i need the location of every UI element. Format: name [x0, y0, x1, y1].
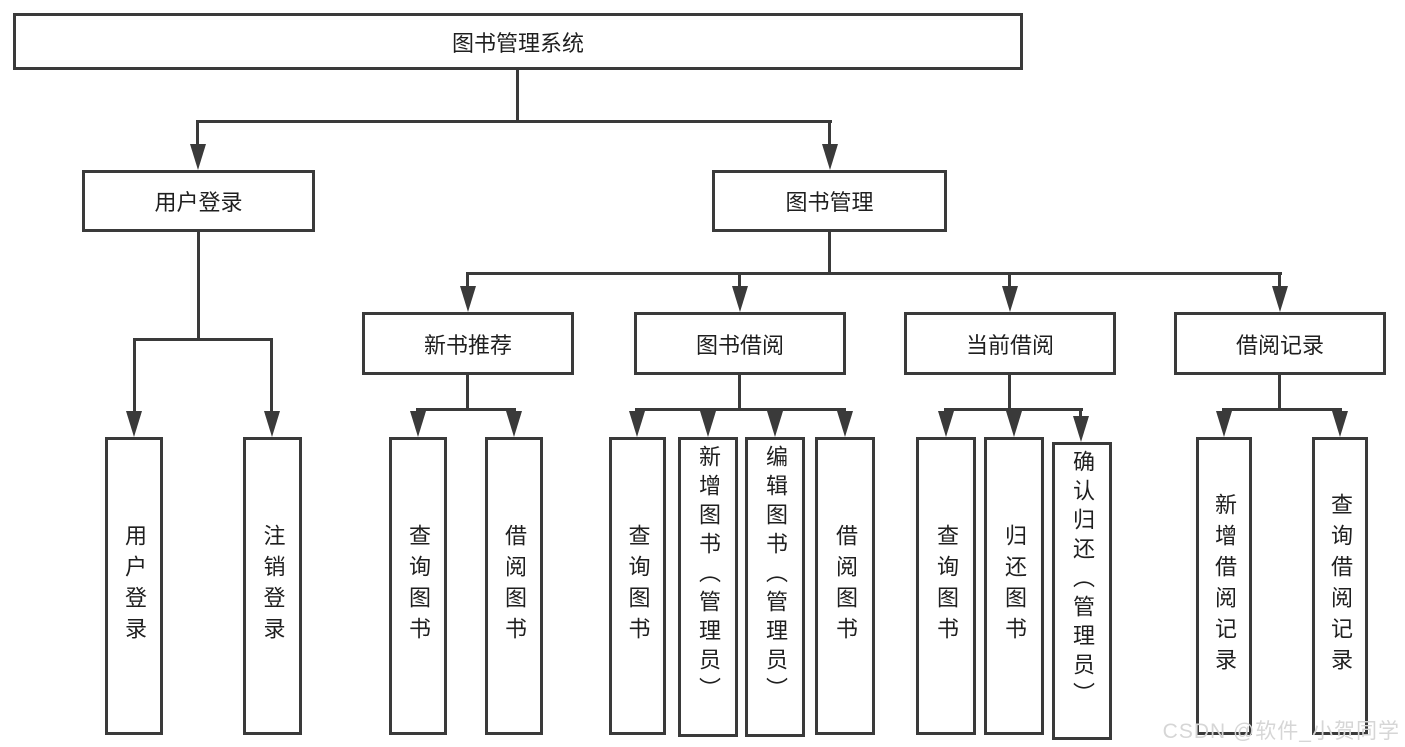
node-current-borrow: 当前借阅	[904, 312, 1116, 375]
arrow-down-icon	[700, 411, 716, 437]
connector-new-book-split	[416, 408, 516, 411]
node-label: 用户登录	[154, 190, 243, 215]
node-label: 借阅图书	[502, 524, 527, 648]
node-book-management: 图书管理	[712, 170, 947, 232]
connector-drop-leaf	[1079, 408, 1082, 420]
connector-borrow-records-split	[1222, 408, 1342, 411]
connector-book-borrow-stem	[738, 375, 741, 408]
node-label: 查询图书	[934, 524, 959, 648]
node-library-management-system: 图书管理系统	[13, 13, 1023, 70]
arrow-down-icon	[938, 411, 954, 437]
connector-drop-login-leaf	[133, 338, 136, 413]
leaf-query-borrow-record: 查询借阅记录	[1312, 437, 1368, 735]
node-label: 图书管理系统	[451, 30, 584, 56]
arrow-down-icon	[1272, 286, 1288, 312]
node-label: 注销登录	[260, 524, 286, 648]
leaf-borrow-book: 借阅图书	[815, 437, 875, 735]
leaf-user-login: 用户登录	[105, 437, 163, 735]
leaf-confirm-return-admin: 确认归还（管理员）	[1052, 442, 1112, 740]
leaf-logout: 注销登录	[243, 437, 302, 735]
node-book-borrow: 图书借阅	[634, 312, 846, 375]
connector-book-borrow-split	[635, 408, 846, 411]
connector-drop-logout-leaf	[270, 338, 273, 413]
arrow-down-icon	[1006, 411, 1022, 437]
connector-drop-user-login	[196, 120, 199, 148]
arrow-down-icon	[1073, 416, 1089, 442]
leaf-query-books-borrow: 查询图书	[609, 437, 666, 735]
leaf-edit-book-admin: 编辑图书（管理员）	[745, 437, 805, 737]
arrow-down-icon	[460, 286, 476, 312]
connector-drop-book-management	[828, 120, 831, 148]
arrow-down-icon	[1332, 411, 1348, 437]
leaf-return-book: 归还图书	[984, 437, 1044, 735]
node-borrow-records: 借阅记录	[1174, 312, 1386, 375]
connector-drop-borrow-records	[1278, 272, 1281, 290]
node-label: 查询图书	[625, 524, 651, 648]
arrow-down-icon	[410, 411, 426, 437]
connector-current-borrow-stem	[1008, 375, 1011, 408]
connector-drop-new-book	[466, 272, 469, 290]
arrow-down-icon	[732, 286, 748, 312]
node-label: 查询图书	[406, 524, 431, 648]
connector-drop-book-borrow	[738, 272, 741, 290]
connector-user-login-stem	[197, 232, 200, 338]
arrow-down-icon	[1002, 286, 1018, 312]
csdn-watermark: CSDN @软件_小贺同学	[1162, 720, 1400, 743]
node-label: 图书管理	[785, 190, 874, 215]
node-label: 借阅图书	[833, 524, 858, 648]
node-label: 借阅记录	[1235, 332, 1324, 358]
connector-book-management-split	[466, 272, 1282, 275]
arrow-down-icon	[506, 411, 522, 437]
arrow-down-icon	[126, 411, 142, 437]
node-user-login: 用户登录	[82, 170, 315, 232]
leaf-borrow-books-recommend: 借阅图书	[485, 437, 543, 735]
node-label: 新增图书（管理员）	[696, 445, 721, 706]
node-label: 归还图书	[1002, 524, 1027, 648]
node-label: 新书推荐	[423, 332, 512, 358]
leaf-add-borrow-record: 新增借阅记录	[1196, 437, 1252, 735]
connector-new-book-stem	[466, 375, 469, 408]
connector-user-login-split	[133, 338, 273, 341]
connector-borrow-records-stem	[1278, 375, 1281, 408]
arrow-down-icon	[264, 411, 280, 437]
leaf-query-books-recommend: 查询图书	[389, 437, 447, 735]
connector-root-split	[196, 120, 832, 123]
node-label: 编辑图书（管理员）	[763, 445, 788, 706]
arrow-down-icon	[1216, 411, 1232, 437]
node-new-book-recommend: 新书推荐	[362, 312, 574, 375]
arrow-down-icon	[767, 411, 783, 437]
arrow-down-icon	[190, 144, 206, 170]
arrow-down-icon	[837, 411, 853, 437]
connector-root-stem	[516, 70, 519, 120]
node-label: 图书借阅	[695, 332, 784, 358]
leaf-add-book-admin: 新增图书（管理员）	[678, 437, 738, 737]
node-label: 查询借阅记录	[1328, 493, 1353, 679]
node-label: 确认归还（管理员）	[1070, 450, 1095, 711]
node-label: 新增借阅记录	[1212, 493, 1237, 679]
leaf-query-books-current: 查询图书	[916, 437, 976, 735]
connector-drop-current-borrow	[1008, 272, 1011, 290]
node-label: 用户登录	[122, 524, 147, 648]
arrow-down-icon	[822, 144, 838, 170]
arrow-down-icon	[629, 411, 645, 437]
node-label: 当前借阅	[965, 332, 1054, 358]
connector-book-management-stem	[828, 232, 831, 272]
